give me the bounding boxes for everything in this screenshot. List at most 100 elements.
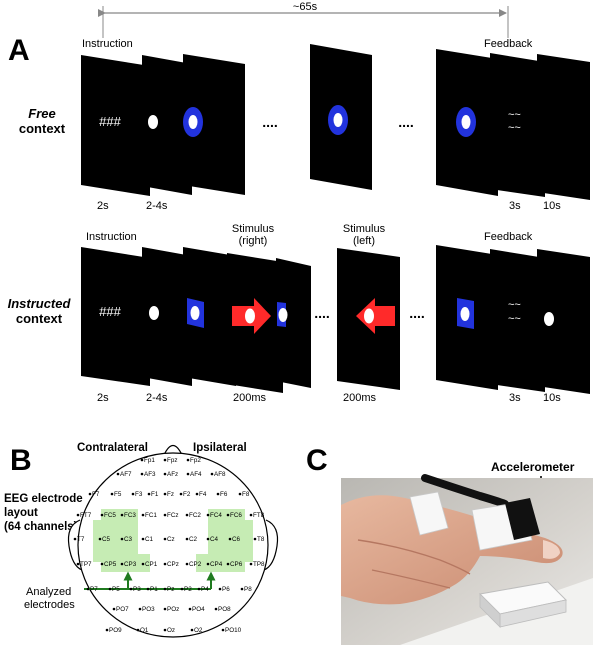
- instructed-cue-2-dot: [278, 308, 288, 322]
- instructed-feedback-label: Feedback: [484, 231, 533, 243]
- electrode-dot: [221, 628, 225, 632]
- electrode-dot: [249, 562, 253, 566]
- electrode-dot: [195, 492, 199, 496]
- electrode-dot: [141, 513, 145, 517]
- electrode-label: P7: [90, 586, 98, 593]
- electrode-label: P8: [244, 586, 252, 593]
- electrode-dot: [73, 537, 77, 541]
- instructed-screen-cue-1: [183, 247, 236, 386]
- electrode-dot: [180, 587, 184, 591]
- instructed-context-subtitle: context: [16, 311, 63, 326]
- photo: [341, 474, 593, 645]
- hand-crease: [357, 539, 471, 575]
- electrode-dot: [163, 472, 167, 476]
- free-screen-ring-1: [183, 54, 245, 195]
- instructed-cue-1-dot: [190, 306, 200, 320]
- electrode-label: F2: [183, 491, 191, 498]
- electrode-dot: [206, 537, 210, 541]
- electrode-label: C6: [232, 536, 241, 543]
- electrode-label: FC1: [145, 512, 157, 519]
- instructed-instruction-label: Instruction: [86, 231, 137, 243]
- electrode-dot: [216, 492, 220, 496]
- instructed-hash-text: ###: [99, 304, 121, 319]
- electrode-dot: [226, 562, 230, 566]
- electrode-dot: [210, 472, 214, 476]
- accelerometer-device: [505, 498, 540, 540]
- electrode-dot: [76, 513, 80, 517]
- layout-title-3: (64 channels): [4, 521, 78, 533]
- electrode-dot: [218, 587, 222, 591]
- electrode-dot: [100, 513, 104, 517]
- instructed-screen-cue-2: [276, 258, 311, 388]
- electrode-label: PO4: [192, 606, 205, 613]
- instructed-context-row: Instruction Stimulus (right) Stimulus (l…: [8, 223, 590, 404]
- electrode-label: FC2: [189, 512, 201, 519]
- stimulus-right-line1: Stimulus: [232, 223, 275, 235]
- electrode-label: F8: [242, 491, 250, 498]
- electrode-dot: [249, 513, 253, 517]
- electrode-label: Fpz: [167, 457, 178, 464]
- electrode-dot: [131, 492, 135, 496]
- free-context-subtitle: context: [19, 121, 66, 136]
- electrode-label: CP5: [104, 561, 117, 568]
- electrode-dot: [76, 562, 80, 566]
- panel-c-label: C: [306, 444, 328, 477]
- free-timing-1: 2s: [97, 200, 109, 212]
- electrode-dot: [129, 587, 133, 591]
- electrode-label: P1: [150, 586, 158, 593]
- electrode-dot: [163, 513, 167, 517]
- electrode-dot: [185, 537, 189, 541]
- electrode-dot: [186, 458, 190, 462]
- electrode-label: P6: [222, 586, 230, 593]
- electrode-dot: [214, 607, 218, 611]
- electrode-dot: [147, 492, 151, 496]
- tape-ring: [409, 491, 449, 536]
- electrode-dot: [185, 513, 189, 517]
- electrode-label: AF7: [120, 471, 132, 478]
- electrode-label: P2: [184, 586, 192, 593]
- instructed-timing-5: 3s: [509, 392, 521, 404]
- electrode-label: P3: [133, 586, 141, 593]
- electrode-dot: [240, 587, 244, 591]
- electrode-dot: [141, 537, 145, 541]
- panel-a-label: A: [8, 34, 30, 67]
- instructed-screen-rest: [537, 249, 590, 394]
- instructed-timing-6: 10s: [543, 392, 561, 404]
- electrode-dot: [163, 537, 167, 541]
- electrode-label: Fp2: [190, 457, 201, 464]
- free-context-title: Free: [28, 106, 55, 121]
- stimulus-right-line2: (right): [239, 235, 268, 247]
- electrode-label: F1: [151, 491, 159, 498]
- electrode-dot: [138, 607, 142, 611]
- panel-b-label: B: [10, 444, 32, 477]
- free-ellipsis-2: ....: [398, 114, 414, 130]
- electrode-label: F4: [199, 491, 207, 498]
- panel-c: C Accelerometer: [306, 444, 593, 645]
- electrode-dot: [185, 562, 189, 566]
- electrode-label: FC4: [210, 512, 222, 519]
- electrode-label: T7: [77, 536, 85, 543]
- free-wave-1: ~~: [508, 109, 521, 121]
- electrode-label: Fp1: [144, 457, 155, 464]
- electrode-label: CP1: [145, 561, 158, 568]
- electrode-dot: [197, 587, 201, 591]
- hand-crease-2: [371, 569, 451, 589]
- free-ring-1-dot: [188, 115, 198, 129]
- instructed-timing-1: 2s: [97, 392, 109, 404]
- electrode-label: TP7: [80, 561, 92, 568]
- electrode-dot: [136, 628, 140, 632]
- hand: [341, 495, 563, 605]
- electrode-label: CP2: [189, 561, 202, 568]
- electrode-label: P4: [201, 586, 209, 593]
- scalp: [77, 452, 269, 638]
- electrode-dot: [163, 607, 167, 611]
- electrode-dot: [179, 492, 183, 496]
- electrode-label: Pz: [167, 586, 174, 593]
- head-outline: [67, 444, 279, 638]
- stimulus-left-line1: Stimulus: [343, 223, 386, 235]
- layout-title-2: layout: [4, 507, 38, 519]
- electrode-dot: [98, 537, 102, 541]
- free-hash-text: ###: [99, 114, 121, 129]
- electrode-label: AF4: [190, 471, 202, 478]
